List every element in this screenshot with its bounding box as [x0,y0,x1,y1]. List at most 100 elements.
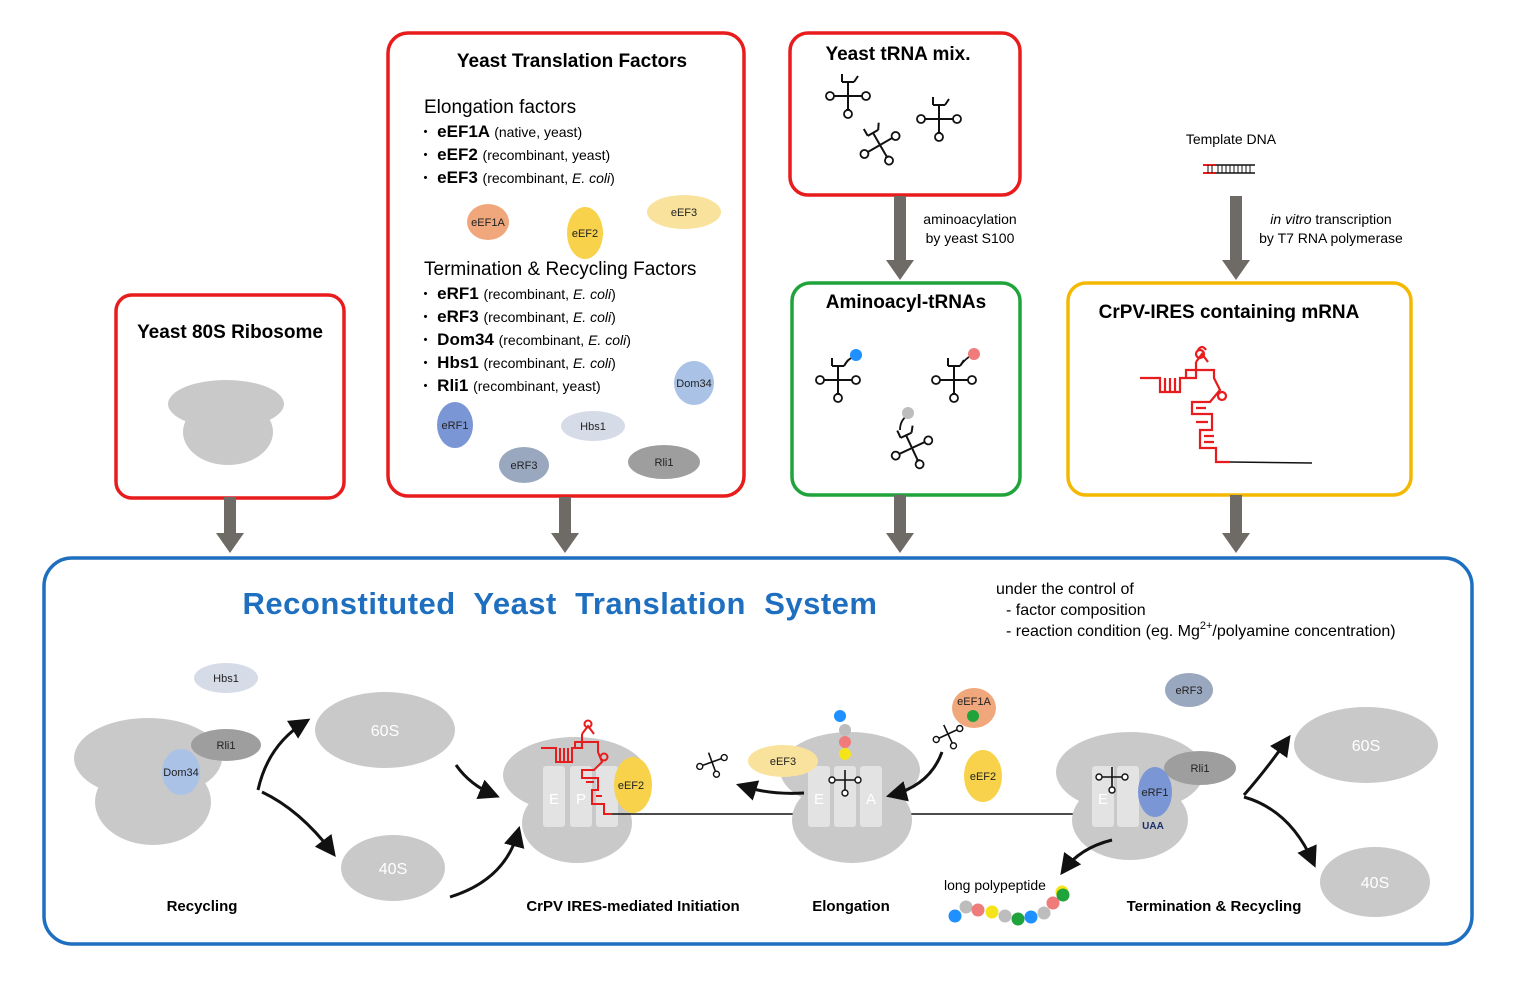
oval-eEF1A-label: eEF1A [471,217,505,229]
factor-item-eRF1: ・ eRF1 (recombinant, E. coli) [418,284,616,303]
aminoacyl-box [790,281,1022,497]
polypeptide-label: long polypeptide [944,877,1046,893]
oval-eRF3 [499,447,549,483]
oval-Rli1-label: Rli1 [655,457,674,469]
amino-acid-dot-grey [902,407,914,419]
amino-acid-dot-pink [968,348,980,360]
grey-arrow-3 [886,495,914,553]
oval-Rli1-term-label: Rli1 [1191,763,1210,775]
mrna-box-title: CrPV-IRES containing mRNA [1099,302,1360,323]
site-E-term: E [1098,791,1108,808]
amino-acid-bead [985,905,999,919]
factors-box-title: Yeast Translation Factors [457,51,687,72]
oval-Rli1-bound [191,729,261,761]
stage-label-recycling: Recycling [167,898,238,915]
amino-acid-bead [971,903,985,917]
elongation-factor-list: ・ eEF1A (native, yeast)・ eEF2 (recombina… [418,122,615,187]
oval-eRF1-term [1138,767,1172,817]
factor-item-Dom34: ・ Dom34 (recombinant, E. coli) [418,330,631,349]
flow-arrows [256,718,1317,899]
stage-label-initiation: CrPV IRES-mediated Initiation [526,898,739,915]
aminoacyl-box-title: Aminoacyl-tRNAs [826,292,986,313]
amino-acid-bead [1056,888,1070,902]
oval-eRF3-free [1165,673,1213,707]
oval-eEF2-elong-label: eEF2 [970,771,996,783]
factor-item-eRF3: ・ eRF3 (recombinant, E. coli) [418,307,616,326]
site-P-init: P [576,791,586,808]
oval-eEF3-label: eEF3 [671,207,697,219]
oval-eRF3-label: eRF3 [511,460,538,472]
oval-eEF2-label: eEF2 [572,228,598,240]
oval-eEF1A-elong [952,688,996,728]
oval-eEF3 [647,195,721,229]
site-E-elong: E [814,791,824,808]
recycling-stage: Hbs1 Rli1 Dom34 60S 40S Recycling [74,663,455,915]
oval-eRF1-label: eRF1 [442,420,469,432]
subunit-40s-right-label: 40S [1361,875,1389,892]
initiation-stage: E P eEF2 [503,719,652,863]
factor-oval-group-2: Dom34 eRF1 Hbs1 eRF3 Rli1 [437,361,714,483]
oval-Dom34-label: Dom34 [676,378,711,390]
amino-acid-bead [1024,910,1038,924]
factor-item-Rli1: ・ Rli1 (recombinant, yeast) [418,376,601,395]
amino-acid-dot-blue [850,349,862,361]
factor-item-eEF2: ・ eEF2 (recombinant, yeast) [418,145,610,164]
oval-eEF1A [467,204,509,240]
termination-stage: eRF3 E Rli1 eRF1 UAA 60S 40S long polype… [944,673,1438,926]
aminoacyl-trna-group [815,348,980,479]
ribosome-80s-shape [168,380,284,465]
subunit-60s-left [315,692,455,768]
oval-Hbs1-label: Hbs1 [580,421,606,433]
amino-acid-bead [959,900,973,914]
grey-arrow-2 [551,497,579,553]
oval-Dom34-bound [162,749,200,795]
subunit-40s-right [1320,847,1430,917]
termination-factor-list: ・ eRF1 (recombinant, E. coli) ・ eRF3 (rec… [418,284,631,395]
subunit-40s-left-label: 40S [379,861,407,878]
amino-acid-bead [1011,912,1025,926]
oval-Dom34-bound-label: Dom34 [163,767,198,779]
oval-eEF3-elong-label: eEF3 [770,756,796,768]
aminoacylation-label-2: by yeast S100 [926,230,1015,246]
oval-eEF2-init [614,757,652,813]
oval-Hbs1-free [194,663,258,693]
trna-mix-box [788,31,1022,197]
factor-oval-group: eEF1A eEF2 eEF3 [467,195,721,259]
oval-eRF1 [437,402,473,448]
control-line-1: under the control of [996,581,1134,598]
stage-label-termination: Termination & Recycling [1127,898,1302,915]
ribosome-box-title: Yeast 80S Ribosome [137,322,323,343]
oval-Rli1-term [1164,751,1236,785]
oval-eEF2 [567,207,603,259]
template-dna-icon [1203,164,1255,174]
trna-mix-box-title: Yeast tRNA mix. [825,44,970,65]
amino-acid-bead [998,909,1012,923]
factors-box [386,31,746,498]
template-dna-label: Template DNA [1186,131,1277,147]
elongation-stage: E A eEF3 eEF1A eEF2 Elongation [692,688,1002,915]
polypeptide-chain [948,885,1070,926]
stop-codon-label: UAA [1142,821,1164,832]
oval-Dom34 [674,361,714,405]
grey-arrow-1 [216,497,244,553]
grey-arrow-6 [1222,196,1250,280]
mrna-tail-line [1229,461,1313,464]
ivt-label: in vitro transcription [1270,211,1391,227]
subunit-60s-right [1294,707,1438,783]
factor-item-Hbs1: ・ Hbs1 (recombinant, E. coli) [418,353,616,372]
control-line-3: - reaction condition (eg. Mg2+/polyamine… [1006,620,1396,640]
oval-Hbs1 [561,411,625,441]
amino-acid-bead [1037,906,1051,920]
oval-eRF3-free-label: eRF3 [1176,685,1203,697]
oval-eRF1-term-label: eRF1 [1142,787,1169,799]
oval-Rli1 [628,445,700,479]
stage-label-elongation: Elongation [812,898,890,915]
oval-eEF1A-elong-label: eEF1A [957,696,991,708]
ivt-label-2: by T7 RNA polymerase [1259,230,1403,246]
termination-heading: Termination & Recycling Factors [424,259,696,280]
subunit-60s-left-label: 60S [371,723,399,740]
oval-eEF2-elong [964,750,1002,802]
subunit-60s-right-label: 60S [1352,738,1380,755]
ires-rna-structure [1140,345,1230,464]
